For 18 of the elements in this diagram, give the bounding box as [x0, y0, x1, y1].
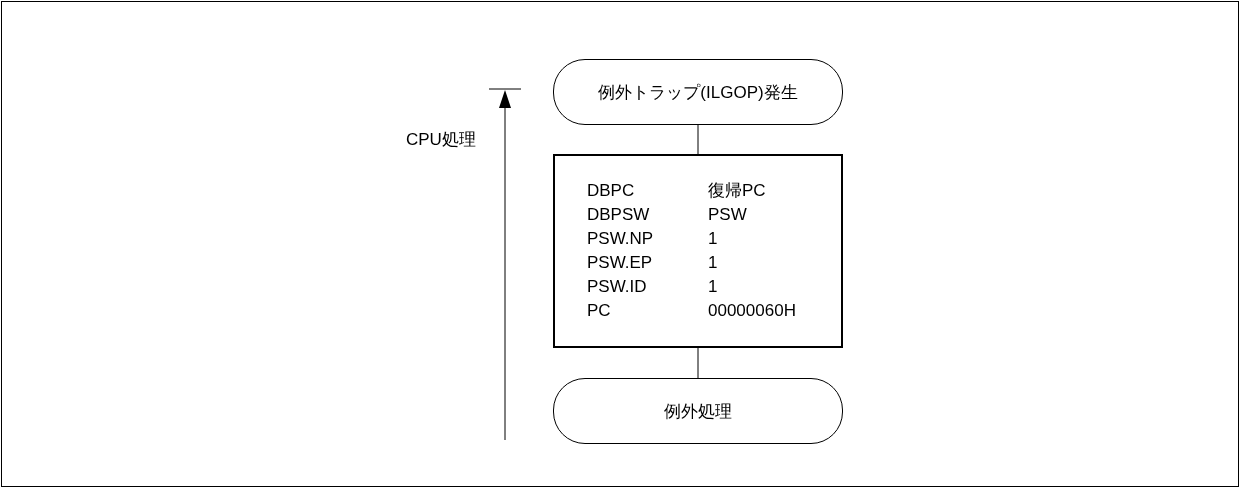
- register-value: 1: [708, 276, 719, 298]
- process-box: [553, 154, 843, 348]
- connector-line: [697, 124, 699, 155]
- terminal-label: 例外トラップ(ILGOP)発生: [598, 81, 798, 104]
- terminal-label: 例外処理: [664, 400, 732, 423]
- register-value: 00000060H: [708, 300, 797, 322]
- register-name: PC: [587, 300, 612, 322]
- register-value: PSW: [708, 204, 748, 226]
- axis-label: CPU処理: [406, 129, 476, 151]
- register-name: PSW.ID: [587, 276, 648, 298]
- register-name: DBPSW: [587, 204, 651, 226]
- register-name: PSW.EP: [587, 252, 654, 274]
- register-value: 1: [708, 252, 719, 274]
- register-name: DBPC: [587, 180, 636, 202]
- connector-line: [697, 347, 699, 379]
- register-value: 1: [708, 228, 719, 250]
- register-value: 復帰PC: [708, 180, 767, 202]
- register-name: PSW.NP: [587, 228, 655, 250]
